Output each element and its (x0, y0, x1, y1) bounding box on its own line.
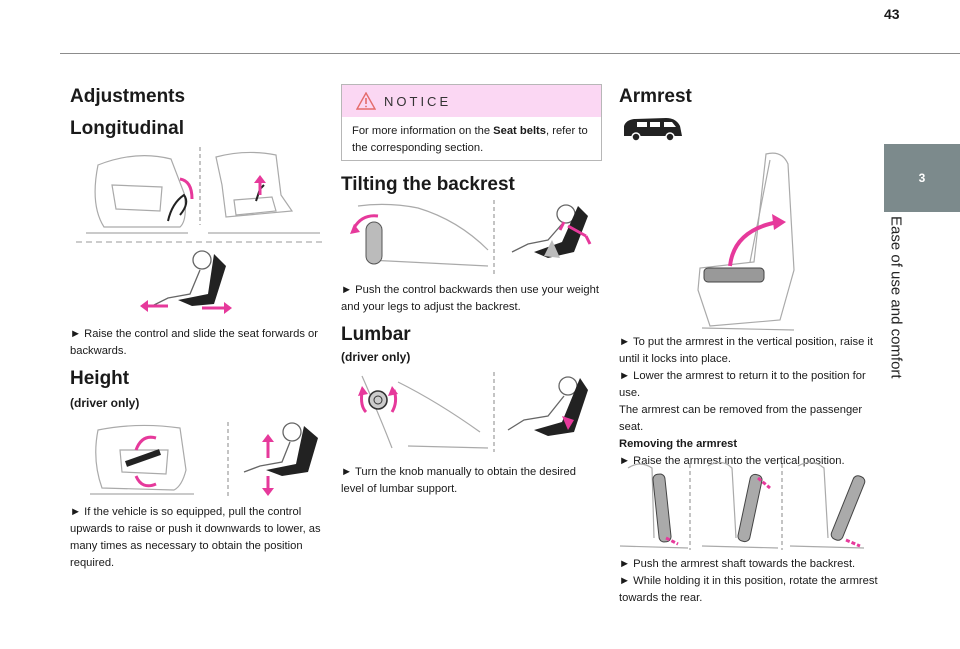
notice-text: For more information on the Seat belts, … (352, 125, 588, 154)
height-heading: Height (70, 368, 130, 389)
chapter-tab[interactable]: 3 (884, 144, 960, 212)
chapter-label: Ease of use and comfort (887, 216, 905, 379)
longitudinal-heading: Longitudinal (70, 118, 184, 139)
height-subheading: (driver only) (70, 396, 140, 410)
lumbar-instruction: ► Turn the knob manually to obtain the d… (341, 466, 576, 495)
armrest-line-2: ► Lower the armrest to return it to the … (619, 370, 866, 399)
lumbar-support-illustration (358, 372, 588, 452)
removing-line: ► Raise the armrest into the vertical po… (619, 455, 845, 467)
lumbar-subheading: (driver only) (341, 350, 411, 364)
final-line-2: ► While holding it in this position, rot… (619, 575, 878, 604)
armrest-instructions: ► To put the armrest in the vertical pos… (619, 334, 879, 470)
armrest-removal-illustration (619, 461, 866, 550)
height-seat-illustration (90, 422, 318, 496)
warning-triangle-icon (356, 92, 376, 110)
longitudinal-seat-illustration-2 (140, 250, 232, 314)
armrest-heading: Armrest (619, 86, 692, 107)
notice-link-seat-belts: Seat belts (493, 125, 547, 137)
armrest-final-instructions: ► Push the armrest shaft towards the bac… (619, 556, 879, 607)
header-rule (60, 53, 960, 54)
notice-header: NOTICE (342, 85, 601, 117)
tilting-heading: Tilting the backrest (341, 174, 515, 195)
notice-box: NOTICE For more information on the Seat … (341, 84, 602, 161)
armrest-illustration (697, 152, 795, 331)
longitudinal-seat-illustration-1 (76, 147, 322, 243)
lumbar-heading: Lumbar (341, 324, 411, 345)
adjustments-heading: Adjustments (70, 86, 186, 107)
tilting-instruction: ► Push the control backwards then use yo… (341, 284, 599, 313)
tilting-backrest-illustration (350, 200, 592, 274)
van-icon (624, 118, 682, 142)
removing-armrest-heading: Removing the armrest (619, 438, 738, 450)
notice-title: NOTICE (384, 93, 452, 109)
height-instruction: ► If the vehicle is so equipped, pull th… (70, 506, 321, 569)
final-line-1: ► Push the armrest shaft towards the bac… (619, 558, 856, 570)
armrest-line-3: The armrest can be removed from the pass… (619, 404, 863, 433)
page-number: 43 (884, 6, 900, 22)
armrest-line-1: ► To put the armrest in the vertical pos… (619, 336, 873, 365)
longitudinal-instruction: ► Raise the control and slide the seat f… (70, 328, 318, 357)
